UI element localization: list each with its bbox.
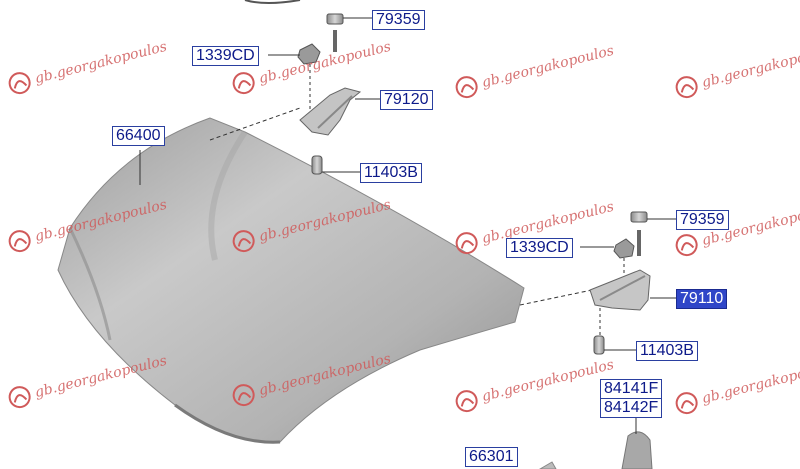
hinge-79120 xyxy=(299,87,362,136)
nut-right xyxy=(613,238,635,259)
part-label-11403b-top[interactable]: 11403B xyxy=(360,163,422,183)
part-label-79359-top[interactable]: 79359 xyxy=(372,10,425,30)
part-label-66400[interactable]: 66400 xyxy=(112,126,165,146)
part-label-1339cd-right[interactable]: 1339CD xyxy=(506,238,573,258)
bolt-11403b-bottom xyxy=(593,335,605,355)
hood-crease-left xyxy=(68,227,112,341)
part-label-1339cd-top[interactable]: 1339CD xyxy=(192,46,259,66)
part-label-79110[interactable]: 79110 xyxy=(676,289,728,309)
hood-panel xyxy=(57,117,525,443)
part-label-11403b-bottom[interactable]: 11403B xyxy=(636,341,698,361)
part-label-66301[interactable]: 66301 xyxy=(465,447,518,467)
fender-66301 xyxy=(539,461,557,469)
leader-right-hinge xyxy=(519,289,593,306)
hood-front-edge xyxy=(174,403,281,444)
nut-top xyxy=(297,43,321,65)
leader-left-hinge xyxy=(209,107,301,141)
bolt-11403b-top xyxy=(311,155,323,175)
hood-crease-center xyxy=(208,130,248,261)
part-label-79120[interactable]: 79120 xyxy=(380,90,433,110)
part-label-79359-right[interactable]: 79359 xyxy=(676,210,729,230)
part-label-84142f[interactable]: 84142F xyxy=(600,398,663,418)
top-arc xyxy=(244,0,301,4)
part-label-84141f[interactable]: 84141F xyxy=(600,379,663,399)
insulator-84141f xyxy=(621,431,653,469)
